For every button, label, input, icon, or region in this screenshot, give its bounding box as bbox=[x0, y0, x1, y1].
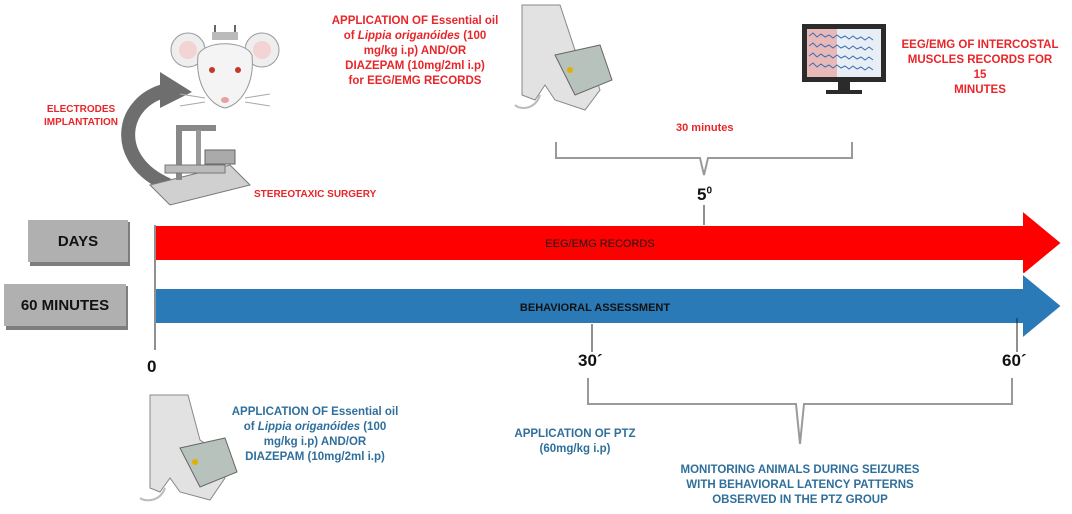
top-app-line3: mg/kg i.p) AND/OR bbox=[363, 44, 467, 57]
sixty-minutes-box bbox=[4, 284, 128, 330]
ptz-line1: APPLICATION OF PTZ bbox=[514, 428, 636, 440]
monitor-line1: MONITORING ANIMALS DURING SEIZURES bbox=[680, 464, 920, 476]
electrodes-line2: IMPLANTATION bbox=[43, 117, 119, 128]
top-application-text: APPLICATION OF Essential oil of Lippia o… bbox=[310, 14, 520, 89]
ptz-application-text: APPLICATION OF PTZ (60mg/kg i.p) bbox=[500, 427, 650, 457]
tick-day-five: 50 bbox=[697, 184, 712, 206]
eeg-line1: EEG/EMG OF INTERCOSTAL bbox=[901, 39, 1059, 51]
stereotaxic-surgery: STEREOTAXIC SURGERY bbox=[254, 189, 377, 200]
tick-zero: 0 bbox=[147, 357, 157, 376]
days-label: DAYS bbox=[57, 232, 99, 250]
bottom-app-line1: APPLICATION OF Essential oil bbox=[231, 406, 399, 418]
bottom-application-text: APPLICATION OF Essential oil of Lippia o… bbox=[215, 405, 415, 465]
bottom-bracket bbox=[587, 378, 1013, 445]
top-app-line2: of Lippia origanóides (100 bbox=[310, 29, 520, 44]
top-app-line4: DIAZEPAM (10mg/2ml i.p) bbox=[345, 59, 485, 72]
rat-head-icon bbox=[170, 25, 280, 109]
injection-hand-icon bbox=[139, 394, 238, 502]
top-app-line2-italic: Lippia origanóides bbox=[357, 29, 461, 42]
top-app-line2-pre: of bbox=[343, 29, 358, 42]
bottom-app-line4: DIAZEPAM (10mg/2ml i.p) bbox=[245, 450, 385, 463]
tick-sixty: 60´ bbox=[1002, 351, 1027, 370]
bottom-app-line3: mg/kg i.p) AND/OR bbox=[263, 435, 367, 448]
top-bracket bbox=[555, 142, 853, 176]
injection-hand-icon bbox=[514, 4, 613, 111]
monitoring-text: MONITORING ANIMALS DURING SEIZURES WITH … bbox=[640, 463, 960, 508]
bottom-app-line2-italic: Lippia origanóides bbox=[257, 420, 361, 433]
tick-day-five-base: 5 bbox=[697, 185, 707, 204]
thirty-minutes-label: 30 minutes bbox=[676, 122, 734, 134]
monitor-line2: WITH BEHAVIORAL LATENCY PATTERNS bbox=[686, 478, 914, 491]
sixty-minutes-label: 60 MINUTES bbox=[20, 296, 110, 314]
tick-thirty: 30´ bbox=[578, 351, 603, 370]
stereotaxic-frame-icon bbox=[149, 125, 251, 206]
bottom-app-line2: of Lippia origanóides (100 bbox=[215, 420, 415, 435]
eeg-emg-records-label: EEG/EMG RECORDS bbox=[545, 238, 655, 250]
bottom-app-line2-post: (100 bbox=[360, 420, 387, 433]
top-app-line2-post: (100 bbox=[460, 29, 487, 42]
bottom-app-line2-pre: of bbox=[243, 420, 258, 433]
monitor-line3: OBSERVED IN THE PTZ GROUP bbox=[712, 493, 888, 506]
days-box bbox=[28, 220, 130, 266]
electrodes-line1: ELECTRODES bbox=[46, 104, 116, 115]
tick-day-five-sup: 0 bbox=[706, 185, 713, 197]
days-arrow bbox=[154, 207, 1064, 279]
behavioral-assessment-label: BEHAVIORAL ASSESSMENT bbox=[500, 297, 690, 321]
electrodes-implantation: ELECTRODES IMPLANTATION bbox=[26, 103, 136, 129]
top-app-line1: APPLICATION OF Essential oil bbox=[331, 15, 499, 27]
eeg-intercostal-text: EEG/EMG OF INTERCOSTAL MUSCLES RECORDS F… bbox=[900, 38, 1060, 98]
ptz-line2: (60mg/kg i.p) bbox=[539, 442, 611, 455]
eeg-monitor-icon bbox=[802, 24, 886, 94]
eeg-line2: MUSCLES RECORDS FOR 15 bbox=[907, 53, 1053, 81]
curved-arrow-icon bbox=[121, 72, 192, 192]
top-app-line5: for EEG/EMG RECORDS bbox=[348, 74, 482, 87]
eeg-line3: MINUTES bbox=[954, 83, 1006, 96]
